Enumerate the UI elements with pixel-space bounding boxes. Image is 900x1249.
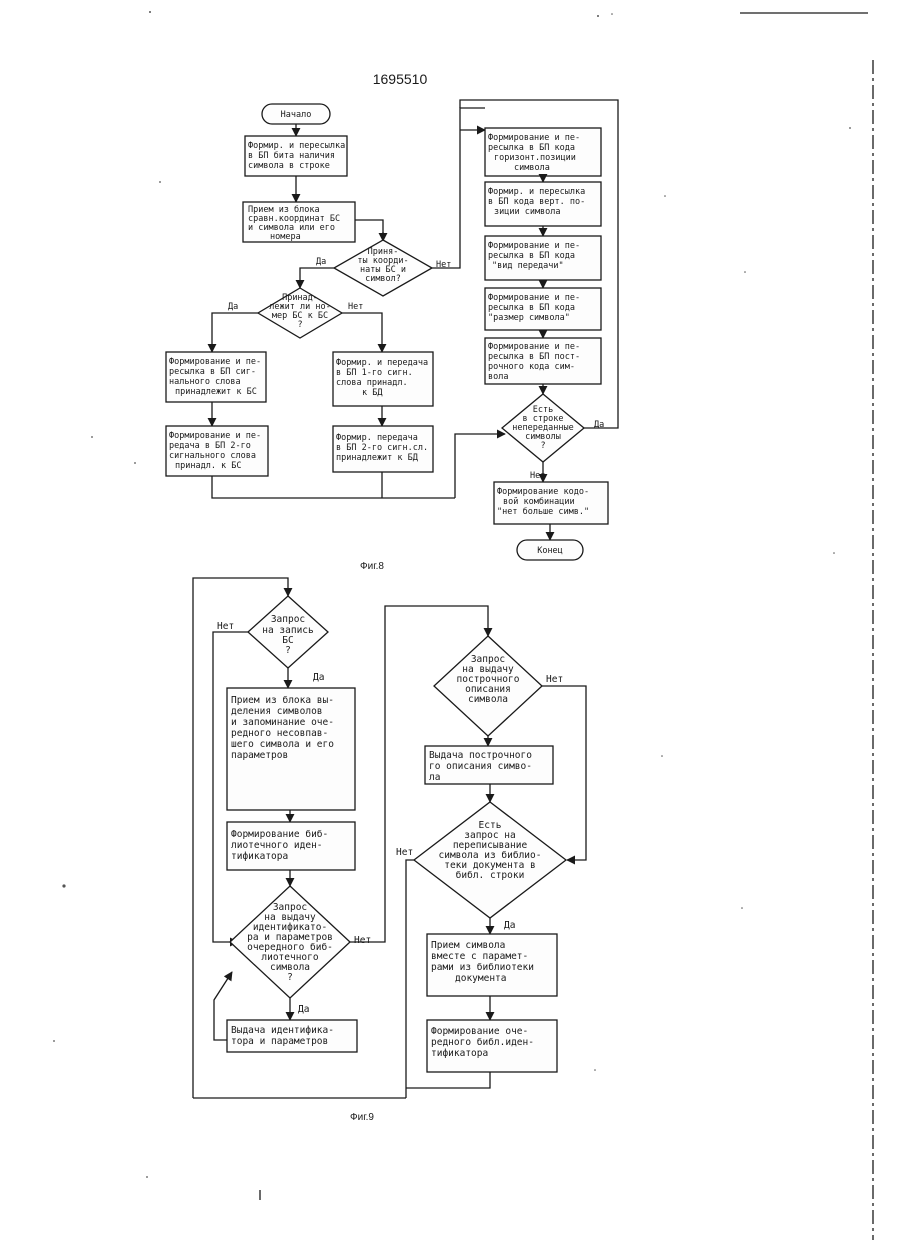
fig8-d2-no-label: Нет bbox=[348, 302, 363, 312]
fig8-d2-yes-label: Да bbox=[228, 302, 238, 312]
figure-8: Начало Формир. и пересылкав БП бита нали… bbox=[166, 100, 618, 572]
fig8-end-label: Конец bbox=[537, 546, 563, 556]
patent-number: 1695510 bbox=[373, 71, 428, 87]
fig9-d2-no-label: Нет bbox=[354, 935, 371, 946]
figure-9: Запросна записьБС? Нет Да Прием из блока… bbox=[193, 578, 586, 1123]
fig9-caption: Фиг.9 bbox=[350, 1112, 374, 1123]
fig9-d1-yes-label: Да bbox=[313, 672, 324, 683]
fig8-box-second-signal-word-bd-text: Формир. передачав БП 2-го сигн.сл.принад… bbox=[336, 433, 428, 463]
fig8-start-label: Начало bbox=[281, 110, 312, 120]
fig9-d4-yes-label: Да bbox=[504, 920, 515, 931]
fig8-d1-yes-label: Да bbox=[316, 257, 326, 267]
fig9-d2-yes-label: Да bbox=[298, 1004, 309, 1015]
fig8-caption: Фиг.8 bbox=[360, 561, 384, 572]
fig9-d1-no-label: Нет bbox=[217, 621, 234, 632]
fig9-d3-no-label: Нет bbox=[546, 674, 563, 685]
fig9-d4-no-label: Нет bbox=[396, 847, 413, 858]
fig8-box-symbol-size-text: Формирование и пе-ресылка в БП кода"разм… bbox=[488, 293, 580, 323]
fig9-box-output-identifier-text: Выдача идентифика-тора и параметров bbox=[231, 1025, 334, 1047]
